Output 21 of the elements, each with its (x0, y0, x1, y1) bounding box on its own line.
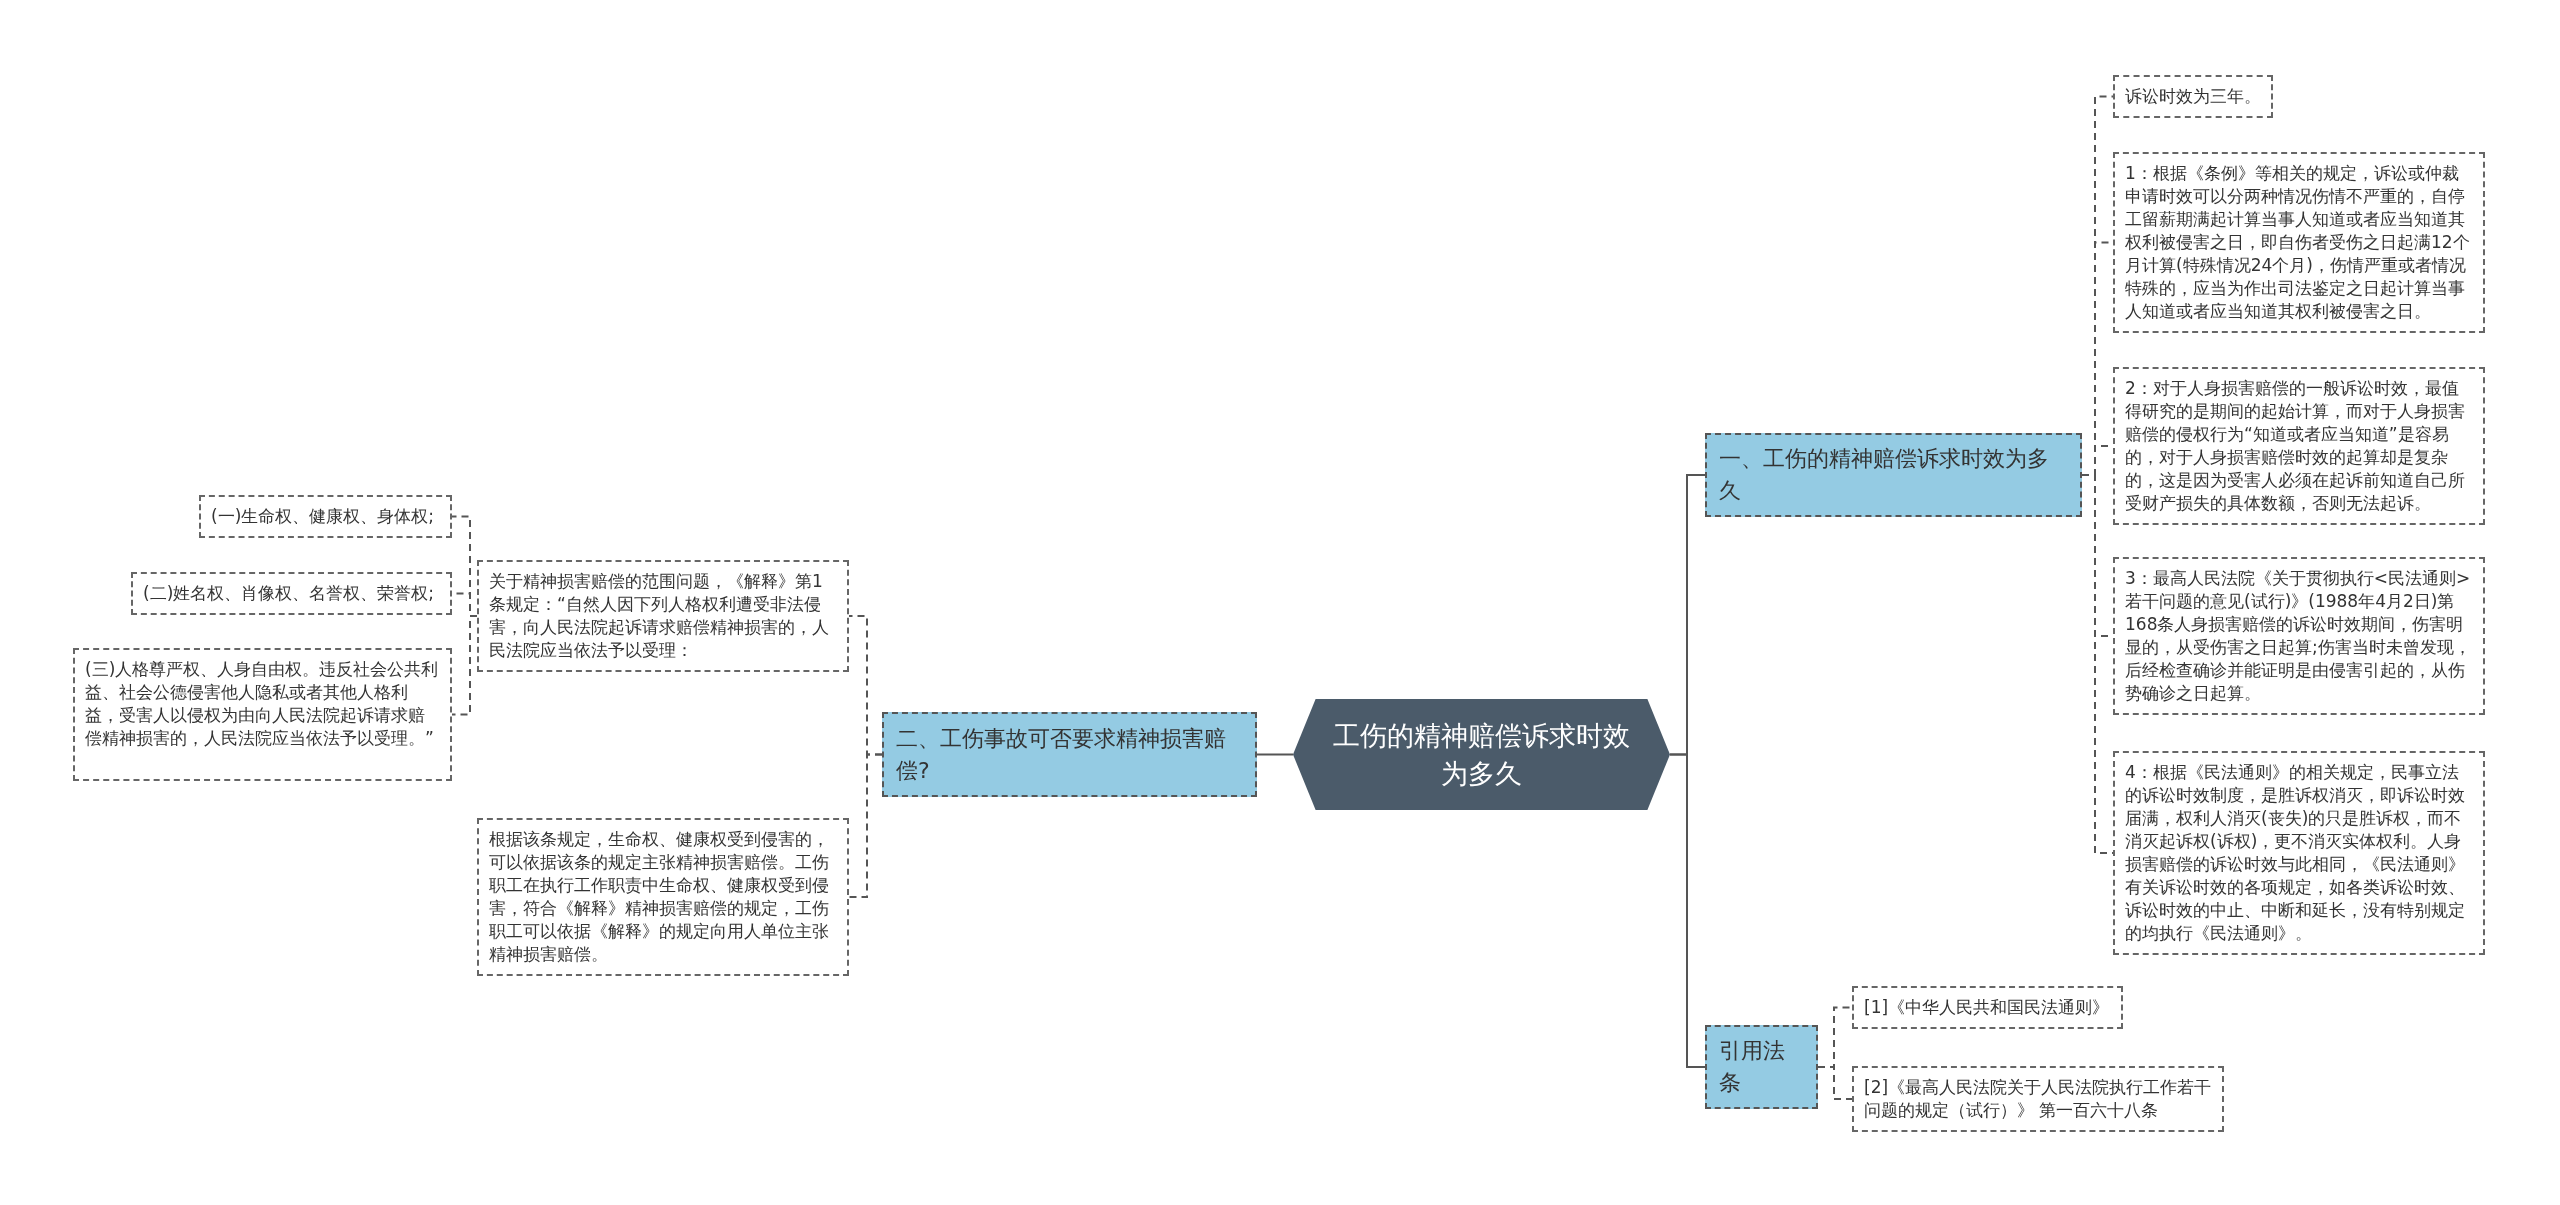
connector (1669, 753, 1706, 1068)
text-box: 1：根据《条例》等相关的规定，诉讼或仲裁申请时效可以分两种情况伤情不严重的，自停工留薪期满起计算当事人知道或者应当知道其权利被侵害之日，即自伤者受伤之日起满12个月计算(特殊情况24个月)，伤情严重或者情况特殊的，应当为作出司法鉴定之日起计算当事人知道或者应当知道其权利被侵害之日。 (2113, 152, 2485, 333)
text-box: (二)姓名权、肖像权、名誉权、荣誉权; (131, 572, 452, 615)
central-topic: 工伤的精神赔偿诉求时效为多久 (1293, 699, 1670, 810)
text-box: (一)生命权、健康权、身体权; (199, 495, 452, 538)
topic-box: 引用法条 (1705, 1025, 1818, 1109)
topic-box: 一、工伤的精神赔偿诉求时效为多久 (1705, 433, 2082, 517)
text-box: (三)人格尊严权、人身自由权。违反社会公共利益、社会公德侵害他人隐私或者其他人格利益，受害人以侵权为由向人民法院起诉请求赔偿精神损害的，人民法院应当依法予以受理。” (73, 648, 452, 781)
text-box: 2：对于人身损害赔偿的一般诉讼时效，最值得研究的是期间的起始计算，而对于人身损害赔偿的侵权行为“知道或者应当知道”是容易的，对于人身损害赔偿时效的起算却是复杂的，这是因为受害人必须在起诉前知道自己所受财产损失的具体数额，否则无法起诉。 (2113, 367, 2485, 525)
text-box: 3：最高人民法院《关于贯彻执行<民法通则>若干问题的意见(试行)》(1988年4月2日)第168条人身损害赔偿的诉讼时效期间，伤害明显的，从受伤害之日起算;伤害当时未曾发现，后经检查确诊并能证明是由侵害引起的，从伤势确诊之日起算。 (2113, 557, 2485, 715)
text-box: [2]《最高人民法院关于人民法院执行工作若干问题的规定（试行）》 第一百六十八条 (1852, 1066, 2224, 1132)
text-box: [1]《中华人民共和国民法通则》 (1852, 986, 2123, 1029)
text-box: 关于精神损害赔偿的范围问题，《解释》第1条规定：“自然人因下列人格权利遭受非法侵害，向人民法院起诉请求赔偿精神损害的，人民法院应当依法予以受理： (477, 560, 849, 672)
text-box: 4：根据《民法通则》的相关规定，民事立法的诉讼时效制度，是胜诉权消灭，即诉讼时效届满，权利人消灭(丧失)的只是胜诉权，而不消灭起诉权(诉权)，更不消灭实体权利。人身损害赔偿的诉讼时效与此相同，《民法通则》有关诉讼时效的各项规定，如各类诉讼时效、诉讼时效的中止、中断和延长，没有特别规定的均执行《民法通则》。 (2113, 751, 2485, 955)
connector (1817, 1066, 1853, 1100)
connector (451, 615, 478, 716)
text-box: 根据该条规定，生命权、健康权受到侵害的，可以依据该条的规定主张精神损害赔偿。工伤职工在执行工作职责中生命权、健康权受到侵害，符合《解释》精神损害赔偿的规定，工伤职工可以依据《解释》的规定向用人单位主张精神损害赔偿。 (477, 818, 849, 976)
topic-box: 二、工伤事故可否要求精神损害赔偿? (882, 712, 1257, 797)
connector (1256, 753, 1294, 756)
text-box: 诉讼时效为三年。 (2113, 75, 2273, 118)
connector (848, 753, 883, 898)
